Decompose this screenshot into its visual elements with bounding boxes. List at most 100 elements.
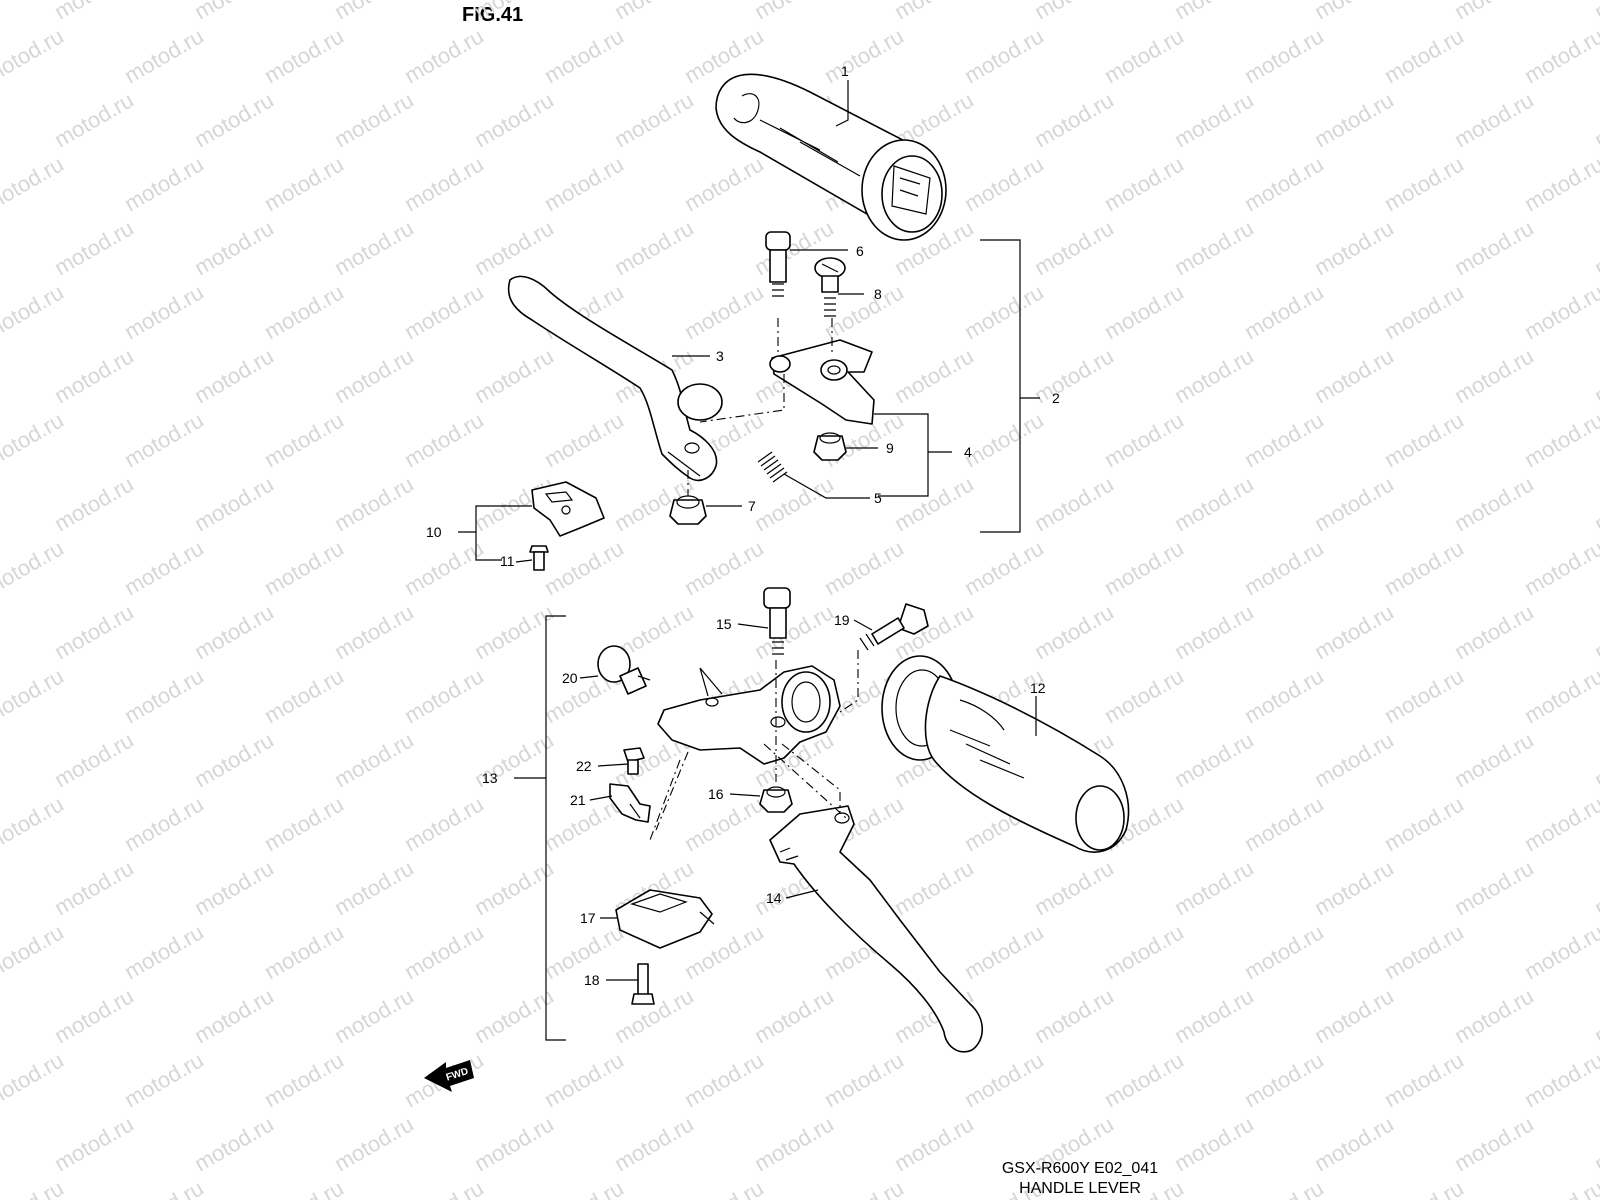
watermark-text: motod.ru xyxy=(1100,1047,1188,1112)
watermark-text: motod.ru xyxy=(960,919,1048,984)
watermark-text: motod.ru xyxy=(400,407,488,472)
watermark-text: motod.ru xyxy=(1030,215,1118,280)
part-number-label: 10 xyxy=(426,524,442,540)
clutch-switch-part-17 xyxy=(615,889,715,949)
watermark-text: motod.ru xyxy=(1590,471,1600,536)
watermark-text: motod.ru xyxy=(470,0,558,24)
part-number-label: 12 xyxy=(1030,680,1046,696)
watermark-text: motod.ru xyxy=(680,279,768,344)
watermark-text: motod.ru xyxy=(1520,1175,1600,1200)
watermark-text: motod.ru xyxy=(400,151,488,216)
watermark-text: motod.ru xyxy=(330,87,418,152)
watermark-text: motod.ru xyxy=(890,855,978,920)
watermark-text: motod.ru xyxy=(1590,855,1600,920)
watermark-text: motod.ru xyxy=(1310,855,1398,920)
watermark-text: motod.ru xyxy=(1170,471,1258,536)
watermark-text: motod.ru xyxy=(120,535,208,600)
part-number-label: 2 xyxy=(1052,390,1060,406)
watermark-text: motod.ru xyxy=(330,727,418,792)
watermark-text: motod.ru xyxy=(1310,343,1398,408)
watermark-text: motod.ru xyxy=(1520,407,1600,472)
watermark-text: motod.ru xyxy=(260,919,348,984)
watermark-text: motod.ru xyxy=(260,1175,348,1200)
watermark-text: motod.ru xyxy=(610,0,698,24)
watermark-text: motod.ru xyxy=(820,23,908,88)
watermark-text: motod.ru xyxy=(960,23,1048,88)
lever-bracket-part-4 xyxy=(769,339,875,425)
screw-part-11 xyxy=(529,545,549,571)
part-number-label: 22 xyxy=(576,758,592,774)
watermark-text: motod.ru xyxy=(540,1175,628,1200)
watermark-text: motod.ru xyxy=(470,855,558,920)
watermark-text: motod.ru xyxy=(1590,215,1600,280)
watermark-text: motod.ru xyxy=(820,1047,908,1112)
watermark-text: motod.ru xyxy=(260,23,348,88)
watermark-text: motod.ru xyxy=(1520,919,1600,984)
bolt-part-22 xyxy=(623,747,645,775)
watermark-text: motod.ru xyxy=(120,407,208,472)
watermark-text: motod.ru xyxy=(190,1111,278,1176)
watermark-text: motod.ru xyxy=(1380,1047,1468,1112)
watermark-text: motod.ru xyxy=(1310,983,1398,1048)
watermark-text: motod.ru xyxy=(1240,1175,1328,1200)
watermark-text: motod.ru xyxy=(1520,535,1600,600)
watermark-text: motod.ru xyxy=(0,151,68,216)
watermark-text: motod.ru xyxy=(1520,1047,1600,1112)
watermark-text: motod.ru xyxy=(1310,1111,1398,1176)
nut-part-9 xyxy=(813,432,847,461)
watermark-text: motod.ru xyxy=(1590,727,1600,792)
watermark-text: motod.ru xyxy=(1100,151,1188,216)
watermark-text: motod.ru xyxy=(1590,983,1600,1048)
watermark-text: motod.ru xyxy=(540,535,628,600)
watermark-text: motod.ru xyxy=(0,1047,68,1112)
part-number-label: 20 xyxy=(562,670,578,686)
watermark-text: motod.ru xyxy=(1450,855,1538,920)
part-number-label: 21 xyxy=(570,792,586,808)
watermark-text: motod.ru xyxy=(610,1111,698,1176)
watermark-text: motod.ru xyxy=(750,983,838,1048)
watermark-text: motod.ru xyxy=(1240,279,1328,344)
watermark-text: motod.ru xyxy=(1450,87,1538,152)
part-number-label: 7 xyxy=(748,498,756,514)
watermark-text: motod.ru xyxy=(330,983,418,1048)
screw-part-18 xyxy=(631,963,655,1005)
part-number-label: 14 xyxy=(766,890,782,906)
throttle-grip-part xyxy=(715,73,947,241)
watermark-text: motod.ru xyxy=(260,151,348,216)
watermark-text: motod.ru xyxy=(1450,1111,1538,1176)
watermark-text: motod.ru xyxy=(1100,23,1188,88)
watermark-text: motod.ru xyxy=(1310,0,1398,24)
watermark-text: motod.ru xyxy=(400,663,488,728)
watermark-text: motod.ru xyxy=(1450,983,1538,1048)
watermark-text: motod.ru xyxy=(1030,599,1118,664)
watermark-text: motod.ru xyxy=(1310,471,1398,536)
watermark-text: motod.ru xyxy=(680,151,768,216)
watermark-text: motod.ru xyxy=(1590,1111,1600,1176)
watermark-text: motod.ru xyxy=(540,407,628,472)
watermark-text: motod.ru xyxy=(1240,1047,1328,1112)
watermark-text: motod.ru xyxy=(120,791,208,856)
watermark-text: motod.ru xyxy=(750,1111,838,1176)
watermark-text: motod.ru xyxy=(1380,151,1468,216)
watermark-text: motod.ru xyxy=(260,663,348,728)
clutch-holder-part-13 xyxy=(657,665,841,765)
watermark-text: motod.ru xyxy=(1450,215,1538,280)
watermark-text: motod.ru xyxy=(120,1047,208,1112)
watermark-text: motod.ru xyxy=(190,343,278,408)
watermark-text: motod.ru xyxy=(0,663,68,728)
watermark-text: motod.ru xyxy=(1240,919,1328,984)
watermark-text: motod.ru xyxy=(400,535,488,600)
watermark-text: motod.ru xyxy=(1450,343,1538,408)
watermark-text: motod.ru xyxy=(1380,1175,1468,1200)
watermark-text: motod.ru xyxy=(50,599,138,664)
watermark-text: motod.ru xyxy=(400,919,488,984)
part-number-label: 13 xyxy=(482,770,498,786)
watermark-text: motod.ru xyxy=(50,727,138,792)
watermark-text: motod.ru xyxy=(1170,343,1258,408)
bolt-part-15 xyxy=(763,587,791,655)
watermark-text: motod.ru xyxy=(1100,535,1188,600)
watermark-text: motod.ru xyxy=(1450,0,1538,24)
part-number-label: 19 xyxy=(834,612,850,628)
watermark-text: motod.ru xyxy=(1520,663,1600,728)
